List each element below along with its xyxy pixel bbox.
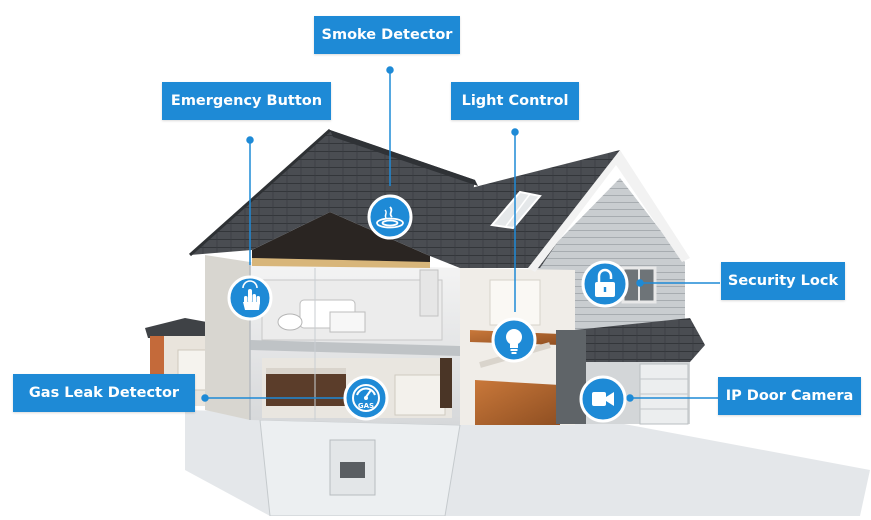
light-control-label: Light Control: [451, 82, 579, 120]
gas-gauge-icon: [343, 375, 389, 421]
video-camera-icon: [579, 375, 627, 423]
right-wing: [460, 150, 705, 425]
light-bulb-icon: [491, 317, 537, 363]
smoke-detector-icon: [367, 194, 413, 240]
gas-icon-text: GAS: [358, 402, 374, 410]
ground: [185, 410, 870, 517]
pointer-lines: [201, 66, 720, 402]
unlocked-padlock-icon: [581, 260, 629, 308]
emergency-button-label: Emergency Button: [162, 82, 331, 120]
gas-leak-detector-label: Gas Leak Detector: [13, 374, 195, 412]
security-lock-label: Security Lock: [721, 262, 845, 300]
hand-press-icon: [227, 275, 273, 321]
ip-door-camera-label: IP Door Camera: [718, 377, 861, 415]
smoke-detector-label: Smoke Detector: [314, 16, 460, 54]
